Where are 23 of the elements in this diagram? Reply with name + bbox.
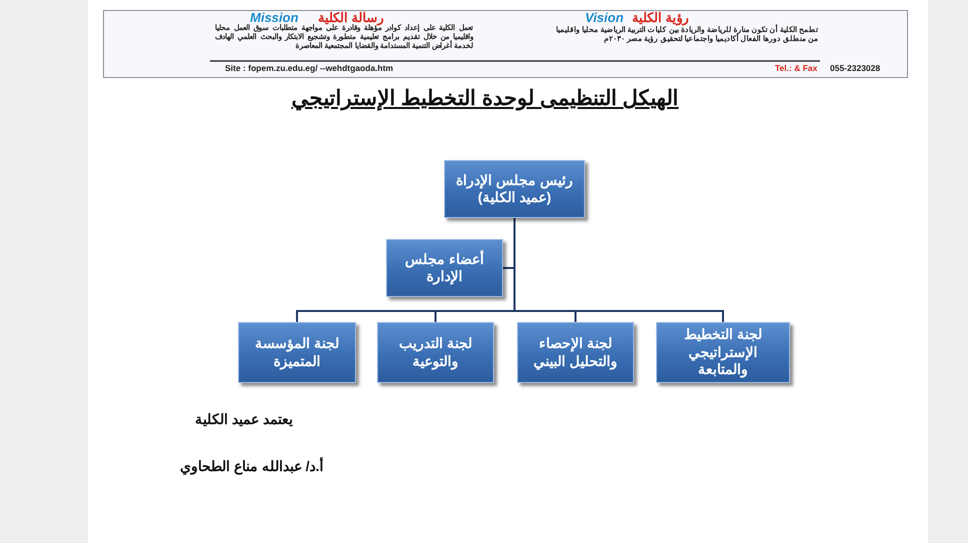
heading: رسالة الكلية — [318, 10, 384, 25]
org-box — [238, 322, 356, 383]
org-box — [517, 322, 634, 383]
org-box — [444, 160, 585, 218]
box-label: أعضاء مجلس الإدارة — [404, 250, 485, 286]
connector-line — [296, 218, 516, 322]
box-label: لجنة المؤسسة المتميزة — [254, 335, 340, 370]
heading: Vision — [585, 10, 624, 25]
approval-note: يعتمد عميد الكلية — [195, 411, 293, 427]
box-label: لجنة الإحصاء والتحليل البيني — [532, 335, 618, 370]
page-title: الهيكل التنظيمى لوحدة التخطيط الإستراتيجي — [290, 86, 680, 111]
signatory-name: أ.د/ عبدالله مناع الطحاوي — [180, 458, 324, 474]
heading: رؤية الكلية — [632, 10, 689, 25]
org-box — [386, 239, 503, 297]
box-label: لجنة التدريب والتوعية — [398, 335, 473, 370]
contact-label: Tel.: & Fax — [775, 63, 818, 73]
phone-number: 055-2323028 — [830, 63, 880, 73]
box-label: لجنة التخطيط الإستراتيجي والمتابعة — [683, 326, 763, 379]
org-box — [656, 322, 790, 383]
website-address: Site : fopem.zu.edu.eg/ --wehdtgaoda.htm — [225, 63, 394, 73]
box-label: رئيس مجلس الإدراة (عميد الكلية) — [455, 172, 574, 206]
heading: Mission — [250, 10, 298, 25]
org-box — [377, 322, 494, 383]
